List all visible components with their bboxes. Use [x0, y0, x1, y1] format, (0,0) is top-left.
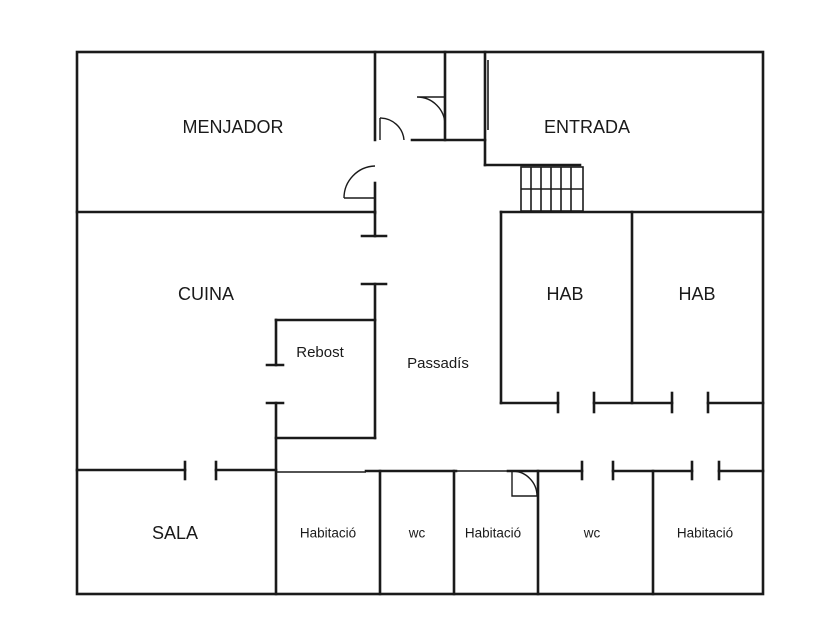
- door-swing-closet: [416, 96, 446, 126]
- stairs: [520, 166, 584, 212]
- interior-walls: [75, 50, 765, 596]
- door-swing-menjador: [379, 117, 405, 141]
- room-label-hab-2: HAB: [678, 284, 715, 304]
- outer-walls: [75, 50, 765, 596]
- door-swing-bottom: [511, 470, 538, 497]
- room-label-sala: SALA: [152, 523, 198, 543]
- room-label-cuina: CUINA: [178, 284, 234, 304]
- room-label-habitacio-3: Habitació: [677, 526, 733, 541]
- room-label-wc-2: wc: [583, 526, 601, 541]
- room-label-rebost: Rebost: [296, 344, 344, 361]
- door-swings: [343, 96, 538, 497]
- room-label-habitacio-2: Habitació: [465, 526, 521, 541]
- room-label-hab-1: HAB: [546, 284, 583, 304]
- room-label-entrada: ENTRADA: [544, 117, 630, 137]
- room-label-habitacio-1: Habitació: [300, 526, 356, 541]
- room-label-passadis: Passadís: [407, 355, 469, 372]
- room-label-menjador: MENJADOR: [182, 117, 283, 137]
- door-swing-cuina: [343, 165, 376, 199]
- room-label-wc-1: wc: [408, 526, 426, 541]
